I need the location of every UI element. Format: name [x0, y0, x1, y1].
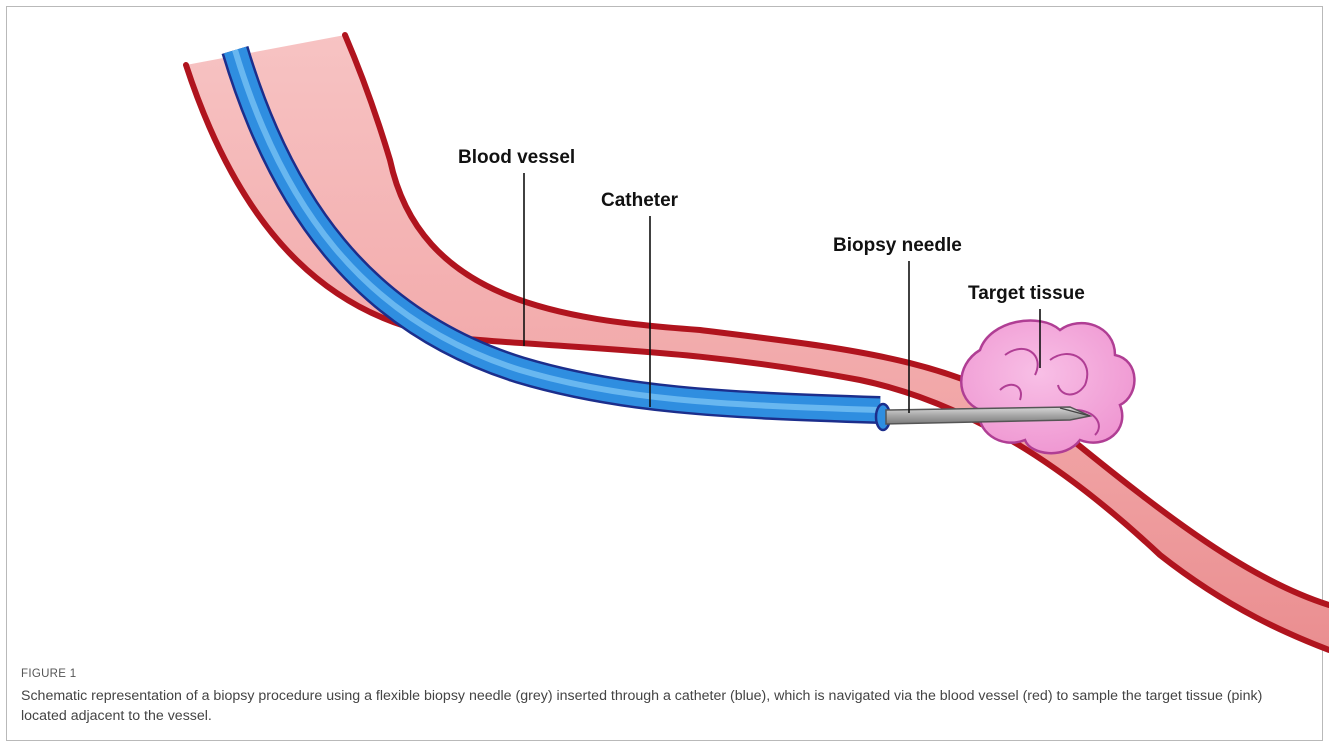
label-blood-vessel: Blood vessel — [458, 147, 575, 168]
caption-title: FIGURE 1 — [21, 668, 1311, 680]
figure-caption: FIGURE 1 Schematic representation of a b… — [21, 668, 1311, 726]
target-tissue — [961, 320, 1134, 453]
label-catheter: Catheter — [601, 190, 679, 211]
label-target-tissue: Target tissue — [968, 283, 1085, 304]
label-biopsy-needle: Biopsy needle — [833, 235, 962, 256]
blood-vessel-body — [186, 35, 1329, 652]
caption-text: Schematic representation of a biopsy pro… — [21, 686, 1311, 726]
